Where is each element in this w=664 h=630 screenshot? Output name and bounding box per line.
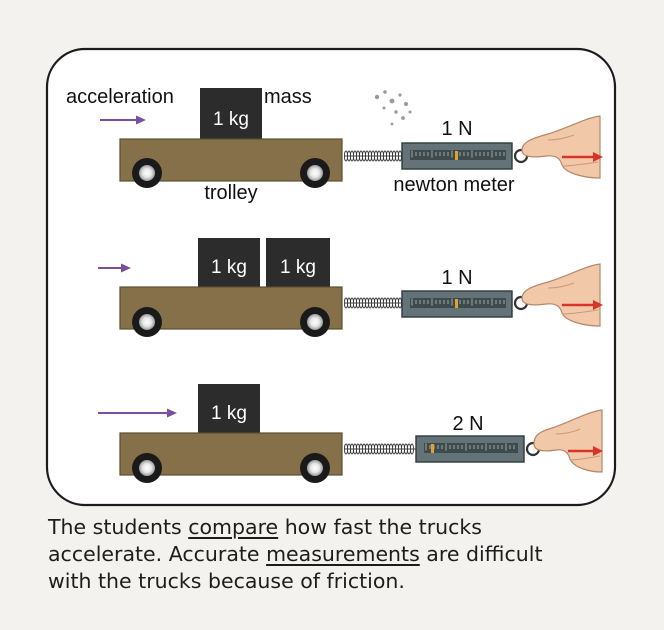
acceleration-label: acceleration <box>66 86 174 108</box>
newton-meter-label: newton meter <box>393 174 515 196</box>
mass-block <box>200 88 262 140</box>
caption-line-2: accelerate. Accurate measurements are di… <box>48 541 648 568</box>
spring-coil <box>343 443 416 455</box>
caption-underlined-term: compare <box>188 515 279 539</box>
mass-block <box>198 384 260 434</box>
caption-text: accelerate. Accurate <box>48 542 267 566</box>
trolley-row-2: 1 kg 1 kg 1 N <box>98 238 603 337</box>
force-reading: 1 N <box>441 267 472 289</box>
mass-block-label: 1 kg <box>280 257 316 278</box>
spring-coil <box>343 297 403 309</box>
caption-underlined-term: measurements <box>266 542 420 566</box>
acceleration-arrowhead <box>136 115 146 125</box>
trolley-experiment-diagram: acceleration mass 1 kg 1 N trolley newto… <box>45 47 617 507</box>
trolley-label: trolley <box>204 182 257 204</box>
wheel-hub <box>139 165 155 181</box>
wheel-hub <box>307 314 323 330</box>
caption-line-1: The students compare how fast the trucks <box>48 514 648 541</box>
mass-block-label: 1 kg <box>213 109 249 130</box>
force-reading: 1 N <box>441 118 472 140</box>
acceleration-arrowhead <box>121 263 131 273</box>
wheel-hub <box>139 314 155 330</box>
wheel-hub <box>307 165 323 181</box>
spring-coil <box>343 150 403 162</box>
caption-text: are difficult <box>419 542 543 566</box>
newton-meter-scale <box>424 443 518 453</box>
newton-meter-ticks <box>411 150 505 158</box>
newton-meter-pointer <box>455 151 458 160</box>
pulling-hand <box>521 115 601 179</box>
newton-meter-pointer <box>431 444 434 453</box>
trolley-row-1: 1 kg 1 N trolley newton meter <box>100 88 603 204</box>
pull-arrowhead <box>593 446 603 456</box>
mass-label: mass <box>264 86 312 108</box>
caption: The students compare how fast the trucks… <box>48 514 648 595</box>
newton-meter-pointer <box>455 299 458 308</box>
caption-text: The students <box>48 515 189 539</box>
newton-meter-ticks <box>411 298 505 306</box>
mass-block <box>198 238 260 288</box>
caption-text: with the trucks because of friction. <box>48 569 405 593</box>
acceleration-arrowhead <box>167 408 177 418</box>
trolley-row-3: 1 kg 2 N <box>98 384 603 483</box>
wheel-hub <box>307 460 323 476</box>
pulling-hand <box>533 409 603 473</box>
pull-arrowhead <box>593 300 603 310</box>
pull-arrowhead <box>593 152 603 162</box>
caption-text: how fast the trucks <box>278 515 482 539</box>
dust-puff-decoration <box>374 90 412 126</box>
pulling-hand <box>521 263 601 327</box>
mass-block-label: 1 kg <box>211 403 247 424</box>
force-reading: 2 N <box>452 413 483 435</box>
caption-line-3: with the trucks because of friction. <box>48 568 648 595</box>
mass-block-label: 1 kg <box>211 257 247 278</box>
wheel-hub <box>139 460 155 476</box>
mass-block <box>266 238 330 288</box>
